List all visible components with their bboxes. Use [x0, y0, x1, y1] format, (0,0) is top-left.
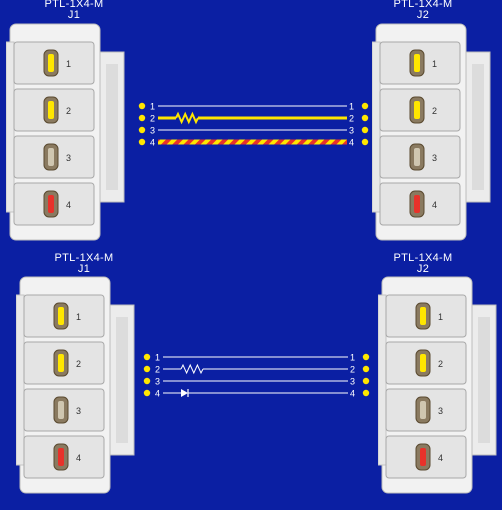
- pin-number-label: 4: [76, 453, 81, 463]
- wire-pin-label-right: 3: [349, 126, 354, 136]
- pin-number-label: 1: [76, 312, 81, 322]
- wire-endpoint: [138, 126, 146, 134]
- pin-number-label: 3: [432, 153, 437, 163]
- pin-number-label: 1: [438, 312, 443, 322]
- pin-number-label: 4: [438, 453, 443, 463]
- connector-b-left[interactable]: 1 2 3 4: [16, 275, 140, 497]
- part-number: PTL-1X4-M: [393, 252, 453, 264]
- wire-pin-label-left: 3: [155, 377, 160, 387]
- wire-pin-label-right: 4: [349, 138, 354, 148]
- diode-symbol: [181, 389, 188, 397]
- connector-a-right[interactable]: 1 2 3 4: [372, 22, 496, 244]
- wire-entry: [420, 307, 426, 325]
- pin-number-label: 1: [66, 59, 71, 69]
- wire-entry: [420, 354, 426, 372]
- wire-endpoint: [361, 102, 369, 110]
- ref-designator: J1: [77, 263, 91, 275]
- pin-number-label: 3: [66, 153, 71, 163]
- wire-entry: [48, 195, 54, 213]
- wire-pin-label-left: 3: [150, 126, 155, 136]
- pin-number-label: 4: [66, 200, 71, 210]
- pin-number-label: 4: [432, 200, 437, 210]
- wire-pin-label-left: 2: [150, 114, 155, 124]
- part-number: PTL-1X4-M: [44, 0, 104, 10]
- connector-label-b-left: PTL-1X4-M J1: [24, 253, 144, 275]
- pin-number-label: 2: [66, 106, 71, 116]
- wire-endpoint: [143, 389, 151, 397]
- wire-entry: [414, 54, 420, 72]
- wire-entry: [414, 195, 420, 213]
- wire-endpoint: [362, 365, 370, 373]
- wire-entry: [420, 401, 426, 419]
- wire-pin-label-left: 2: [155, 365, 160, 375]
- connector-label-a-left: PTL-1X4-M J1: [14, 0, 134, 21]
- wire-endpoint: [362, 377, 370, 385]
- pin-number-label: 3: [438, 406, 443, 416]
- wire-entry: [58, 448, 64, 466]
- wire-endpoint: [138, 102, 146, 110]
- resistor-symbol: [180, 363, 204, 375]
- pin-number-label: 3: [76, 406, 81, 416]
- ref-designator: J1: [67, 9, 81, 21]
- pin-number-label: 2: [432, 106, 437, 116]
- connector-label-a-right: PTL-1X4-M J2: [363, 0, 483, 21]
- wire-pin-label-left: 4: [150, 138, 155, 148]
- wire-endpoint: [361, 138, 369, 146]
- wire-pin-label-right: 1: [350, 353, 355, 363]
- connector-label-b-right: PTL-1X4-M J2: [363, 253, 483, 275]
- wire-pin-label-left: 4: [155, 389, 160, 399]
- wire-pin-label-right: 1: [349, 102, 354, 112]
- wire-entry: [58, 307, 64, 325]
- pin-number-label: 1: [432, 59, 437, 69]
- wire-endpoint: [143, 377, 151, 385]
- wire-pin-label-left: 1: [150, 102, 155, 112]
- wire-endpoint: [362, 389, 370, 397]
- part-number: PTL-1X4-M: [393, 0, 453, 10]
- wire-endpoint: [143, 353, 151, 361]
- pin-number-label: 2: [438, 359, 443, 369]
- ref-designator: J2: [416, 263, 430, 275]
- wire-endpoint: [362, 353, 370, 361]
- wire-entry: [48, 101, 54, 119]
- wire-pin-label-right: 2: [350, 365, 355, 375]
- wire-pin-label-left: 1: [155, 353, 160, 363]
- wire-entry: [48, 148, 54, 166]
- wire-pin-label-right: 4: [350, 389, 355, 399]
- wire-entry: [58, 354, 64, 372]
- wire-endpoint: [138, 114, 146, 122]
- wire-pin-label-right: 3: [350, 377, 355, 387]
- resistor-symbol: [175, 111, 199, 125]
- connector-a-left[interactable]: 1 2 3 4: [6, 22, 130, 244]
- pin-number-label: 2: [76, 359, 81, 369]
- wire-endpoint: [138, 138, 146, 146]
- wire-endpoint: [361, 114, 369, 122]
- connector-b-right[interactable]: 1 2 3 4: [378, 275, 502, 497]
- wire-entry: [58, 401, 64, 419]
- wire-endpoint: [143, 365, 151, 373]
- wire-entry: [420, 448, 426, 466]
- wire-endpoint: [361, 126, 369, 134]
- wire-entry: [414, 148, 420, 166]
- ref-designator: J2: [416, 9, 430, 21]
- wire-entry: [414, 101, 420, 119]
- part-number: PTL-1X4-M: [54, 252, 114, 264]
- wire-pin-label-right: 2: [349, 114, 354, 124]
- wire-entry: [48, 54, 54, 72]
